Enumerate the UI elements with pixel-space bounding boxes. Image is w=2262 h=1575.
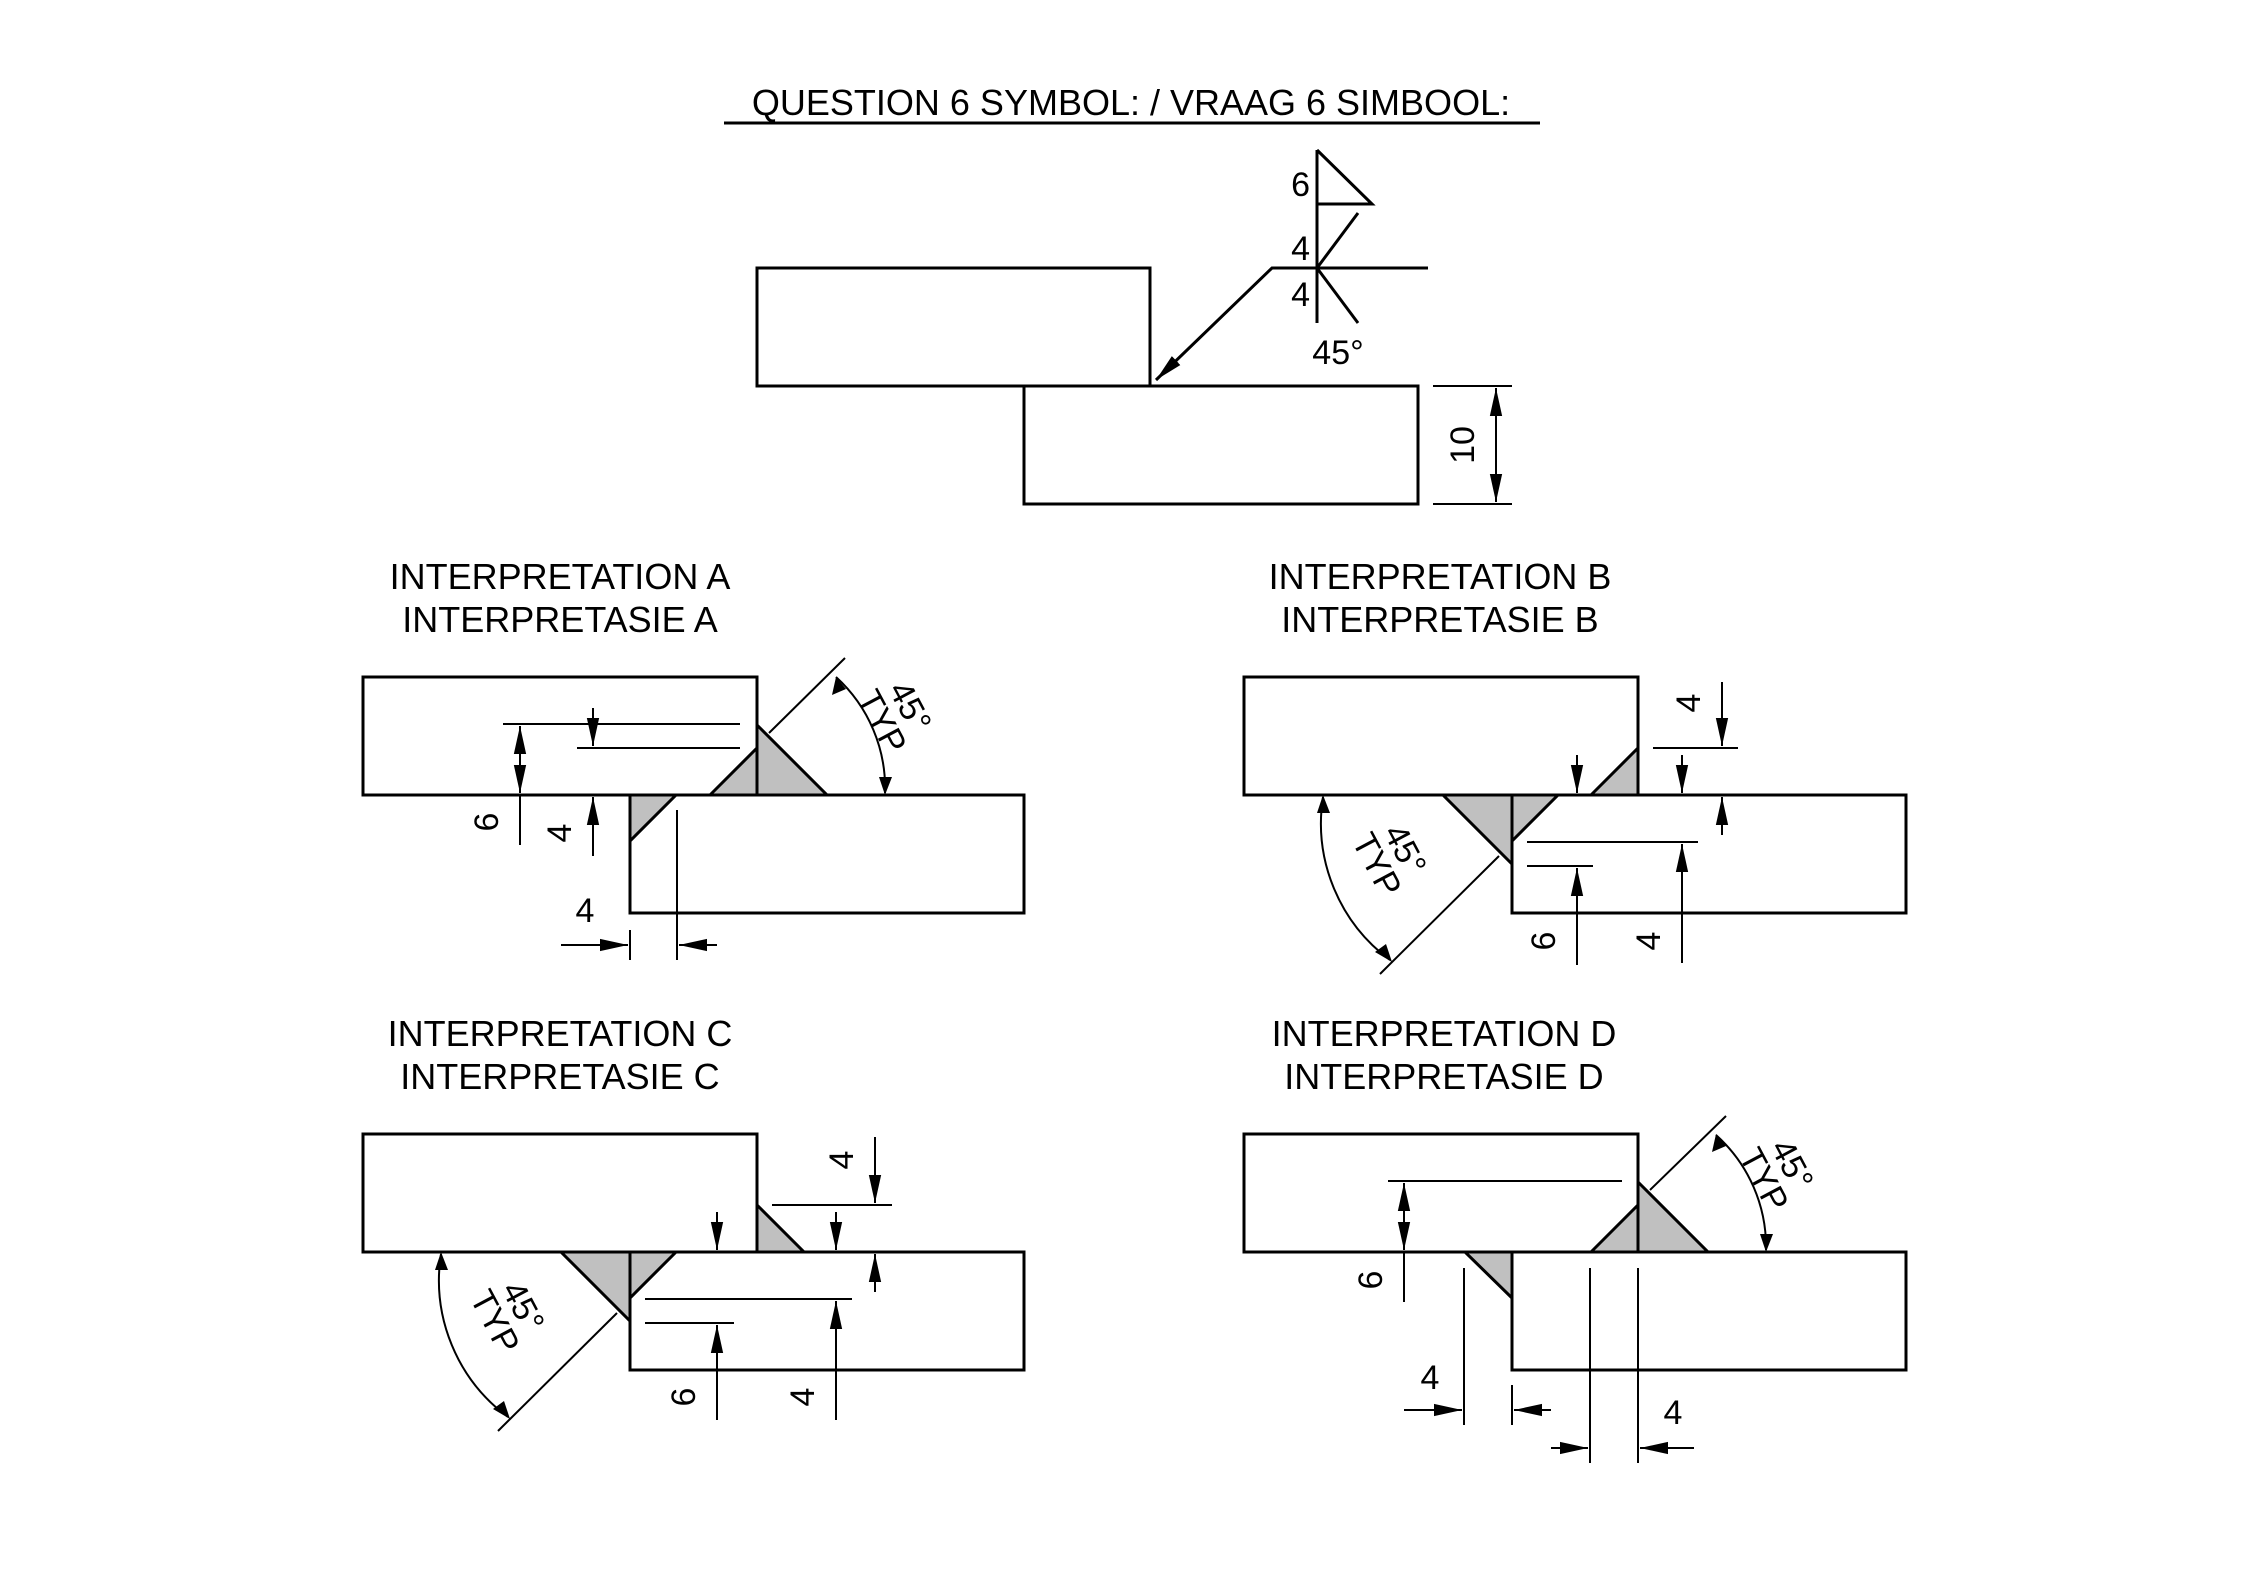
arc-arrowhead: [832, 677, 846, 695]
weld-bevel: [755, 1201, 808, 1254]
plate-thickness-label: 10: [1444, 426, 1482, 464]
interpretation-a-subtitle: INTERPRETASIE A: [402, 599, 717, 640]
weld-bevel: [628, 1250, 680, 1302]
angle-ext-line: [1379, 855, 1500, 975]
angle-label: 45° TYP: [1731, 1133, 1820, 1218]
title-block: QUESTION 6 SYMBOL: / VRAAG 6 SIMBOOL:: [724, 82, 1540, 125]
angle-label: 45° TYP: [849, 675, 938, 760]
interpretation-a-title: INTERPRETATION A: [390, 556, 731, 597]
top-plate: [361, 1132, 759, 1254]
symbol-size-6: 6: [1291, 166, 1310, 204]
dim-6: 6: [468, 813, 506, 832]
dim-4-horizontal-right: 4: [1664, 1394, 1683, 1432]
weld-bevel: [1587, 1201, 1640, 1254]
angle-label: 45° TYP: [462, 1275, 551, 1360]
weld-fillet: [1636, 1178, 1712, 1254]
symbol-angle: 45°: [1312, 334, 1363, 372]
bevel-arrow-side-icon: [1315, 267, 1360, 324]
symbol-size-4-top: 4: [1291, 230, 1310, 268]
weld-bevel: [1510, 793, 1562, 845]
bevel-other-side-icon: [1315, 212, 1360, 269]
interpretation-b-title: INTERPRETATION B: [1269, 556, 1612, 597]
weld-fillet: [1439, 793, 1514, 868]
bottom-plate: [1510, 793, 1908, 915]
arc-arrowhead: [493, 1401, 510, 1419]
bottom-plate: [1510, 1250, 1908, 1372]
top-plate: [755, 266, 1152, 388]
angle-ext-line: [768, 657, 846, 734]
question-symbol: 6 4 4 45° 10: [755, 148, 1512, 506]
symbol-size-4-bottom: 4: [1291, 276, 1310, 314]
top-plate: [1242, 1132, 1640, 1254]
dim-6: 6: [665, 1388, 703, 1407]
bottom-plate: [628, 793, 1026, 915]
interpretation-c[interactable]: INTERPRETATION C INTERPRETASIE C 4 6 4 4…: [361, 1013, 1026, 1432]
interpretation-c-subtitle: INTERPRETASIE C: [400, 1056, 719, 1097]
dim-4-horizontal: 4: [576, 892, 595, 930]
interpretation-b-subtitle: INTERPRETASIE B: [1281, 599, 1598, 640]
top-plate: [1242, 675, 1640, 797]
dim-4-vertical: 4: [541, 824, 579, 843]
interpretation-b[interactable]: INTERPRETATION B INTERPRETASIE B 4 6 4 4…: [1242, 556, 1908, 975]
top-plate: [361, 675, 759, 797]
weld-fillet: [755, 721, 831, 797]
weld-bevel: [1587, 744, 1640, 797]
weld-bevel: [628, 793, 680, 845]
weld-bevel: [706, 744, 759, 797]
dim-6: 6: [1352, 1271, 1390, 1290]
interpretation-a[interactable]: INTERPRETATION A INTERPRETASIE A 6 4 4 4…: [361, 556, 1026, 960]
arc-arrowhead: [1375, 944, 1392, 962]
page-title: QUESTION 6 SYMBOL: / VRAAG 6 SIMBOOL:: [752, 82, 1510, 123]
dim-4-vertical-bottom: 4: [784, 1388, 822, 1407]
arc-arrowhead: [1760, 1234, 1773, 1252]
angle-arc: [1320, 796, 1391, 961]
interpretation-d[interactable]: INTERPRETATION D INTERPRETASIE D 6 4 4 4…: [1242, 1013, 1908, 1463]
angle-arc: [438, 1253, 509, 1418]
interpretation-d-subtitle: INTERPRETASIE D: [1284, 1056, 1603, 1097]
fillet-weld-symbol-icon: [1315, 148, 1376, 206]
dim-4-vertical-bottom: 4: [1630, 932, 1668, 951]
dim-6: 6: [1525, 932, 1563, 951]
bottom-plate: [628, 1250, 1026, 1372]
interpretation-c-title: INTERPRETATION C: [388, 1013, 733, 1054]
weld-bevel: [1461, 1250, 1514, 1302]
interpretation-d-title: INTERPRETATION D: [1272, 1013, 1617, 1054]
leader-arrow: [1154, 266, 1428, 382]
arc-arrowhead: [435, 1252, 448, 1270]
arc-arrowhead: [879, 777, 892, 795]
bottom-plate: [1022, 384, 1420, 506]
arc-arrowhead: [1712, 1134, 1726, 1152]
dim-4-horizontal-left: 4: [1421, 1359, 1440, 1397]
dim-4-vertical-top: 4: [1670, 694, 1708, 713]
angle-ext-line: [1649, 1115, 1727, 1191]
arc-arrowhead: [1317, 795, 1330, 813]
angle-ext-line: [497, 1312, 618, 1432]
angle-label: 45° TYP: [1344, 818, 1433, 903]
dim-4-vertical-top: 4: [823, 1151, 861, 1170]
weld-fillet: [557, 1250, 632, 1325]
